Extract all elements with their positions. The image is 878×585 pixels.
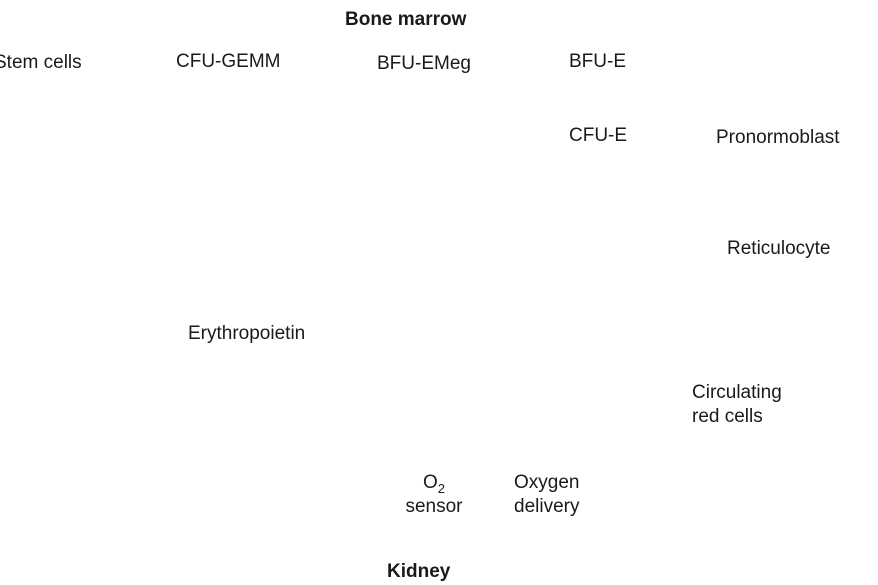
o2-text: O2 (396, 471, 472, 495)
delivery-line: delivery (514, 496, 580, 517)
oxygen-line: Oxygen (514, 472, 580, 493)
circulating-red-cells-label: Circulating red cells (692, 381, 832, 429)
reticulocyte-label: Reticulocyte (727, 238, 831, 259)
bfu-emeg-label: BFU-EMeg (377, 53, 471, 74)
erythropoietin-label: Erythropoietin (188, 323, 306, 344)
o2-subscript: 2 (437, 480, 445, 496)
bfu-e-label: BFU-E (569, 51, 626, 72)
kidney-title: Kidney (387, 561, 451, 582)
circulating-line: Circulating (692, 382, 782, 403)
pronormoblast-label: Pronormoblast (716, 127, 840, 148)
red-cells-line: red cells (692, 406, 763, 427)
sensor-line: sensor (405, 496, 463, 517)
stem-cells-label: Stem cells (0, 52, 82, 73)
bone-marrow-title: Bone marrow (345, 9, 467, 30)
cfu-e-label: CFU-E (569, 125, 628, 146)
o2-sensor-label: O2 sensor (396, 471, 472, 519)
o2-main: O (422, 472, 438, 493)
oxygen-delivery-label: Oxygen delivery (514, 471, 614, 519)
cfu-gemm-label: CFU-GEMM (176, 51, 281, 72)
